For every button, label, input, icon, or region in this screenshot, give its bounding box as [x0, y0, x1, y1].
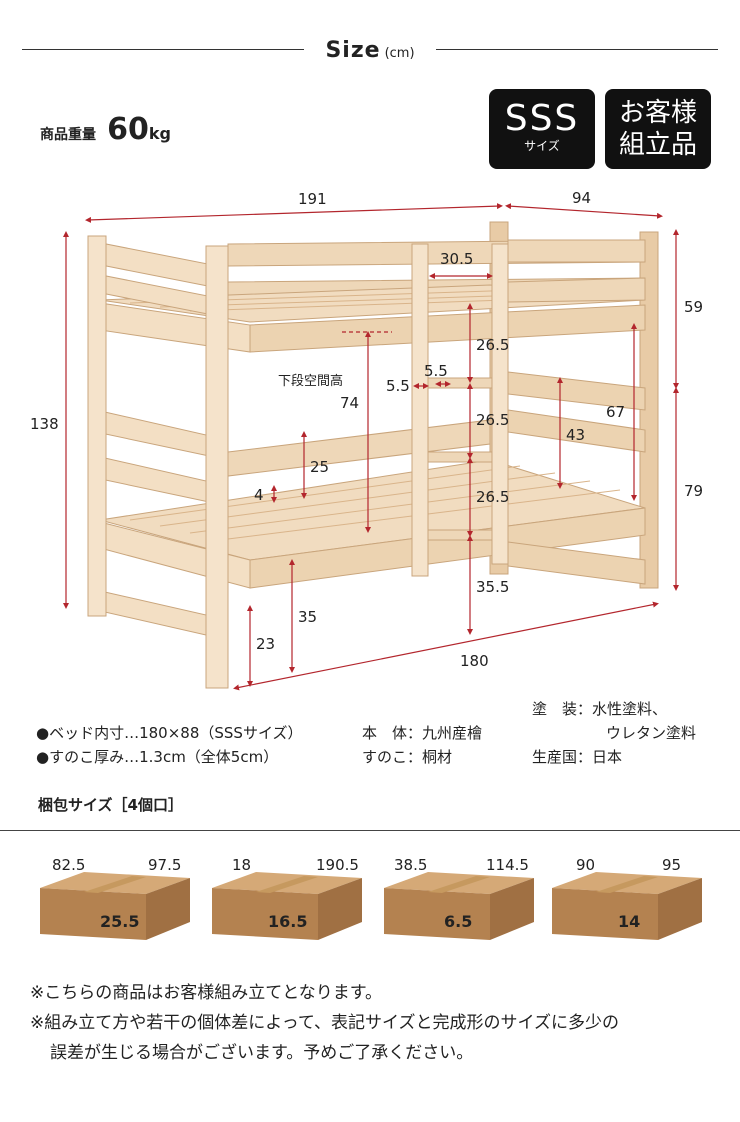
dim-guard-lower: 43 [566, 426, 586, 444]
spec-finish-2: ウレタン塗料 [606, 724, 697, 742]
box-4 [552, 872, 702, 940]
size-badge-main: SSS [504, 98, 580, 139]
box-4-depth: 95 [662, 856, 682, 874]
box-3-depth: 114.5 [486, 856, 529, 874]
box-1 [40, 872, 190, 940]
bed-frame [87, 221, 659, 689]
spec-body: 本 体：九州産檜 [362, 724, 483, 742]
dim-length-top: 191 [298, 190, 327, 208]
box-1-height: 25.5 [100, 912, 140, 931]
dimension-lines [63, 203, 679, 691]
dim-lower-space: 74 [340, 394, 360, 412]
weight-label: 商品重量 [40, 127, 96, 143]
packing-rule [0, 830, 740, 831]
title-text: Size [325, 38, 381, 63]
title-unit: (cm) [384, 46, 415, 61]
spec-slat-thickness: ●すのこ厚み…1.3cm（全体5cm） [36, 748, 279, 766]
box-3-width: 38.5 [394, 856, 428, 874]
assembly-badge: お客様 組立品 [605, 89, 711, 169]
dim-lower-height: 79 [684, 482, 704, 500]
dim-guard-lower-left: 25 [310, 458, 330, 476]
box-2-width: 18 [232, 856, 252, 874]
dim-guard-upper: 67 [606, 403, 626, 421]
spec-origin: 生産国：日本 [532, 748, 623, 766]
note-line-3: 誤差が生じる場合がございます。予めご了承ください。 [50, 1043, 474, 1063]
size-badge: SSS サイズ [489, 89, 595, 169]
dim-floor-to-deck: 35 [298, 608, 318, 626]
box-3-height: 6.5 [444, 912, 473, 931]
box-2-depth: 190.5 [316, 856, 359, 874]
weight-row: 商品重量 60kg [40, 112, 171, 147]
dim-length-bottom: 180 [460, 652, 489, 670]
bunk-bed-illustration [63, 203, 679, 691]
assembly-badge-line1: お客様 [618, 98, 697, 128]
header-rule-left [22, 49, 304, 50]
spec-slat: すのこ：桐材 [362, 748, 453, 766]
box-4-width: 90 [576, 856, 596, 874]
box-4-height: 14 [618, 912, 641, 931]
dim-width-top: 94 [572, 189, 592, 207]
box-2-height: 16.5 [268, 912, 308, 931]
assembly-badge-line2: 組立品 [618, 130, 697, 160]
dim-ladder-side-a: 5.5 [386, 377, 410, 395]
dim-lower-space-label: 下段空間高 [278, 374, 344, 389]
dim-ladder-step-2: 26.5 [476, 411, 510, 429]
weight-value: 60 [107, 112, 149, 147]
dim-ladder-side-b: 5.5 [424, 362, 448, 380]
dim-total-height: 138 [30, 415, 59, 433]
note-line-1: ※こちらの商品はお客様組み立てとなります。 [30, 983, 383, 1003]
dim-ladder-width: 30.5 [440, 250, 474, 268]
dim-ladder-bottom: 35.5 [476, 578, 510, 596]
spec-finish-1: 塗 装：水性塗料、 [532, 700, 668, 718]
note-line-2: ※組み立て方や若干の個体差によって、表記サイズと完成形のサイズに多少の [30, 1013, 620, 1033]
packing-boxes [40, 872, 702, 940]
weight-unit: kg [148, 124, 171, 143]
dim-slat-gap: 4 [254, 486, 264, 504]
page-title: Size(cm) [0, 38, 740, 63]
box-3 [384, 872, 534, 940]
box-1-width: 82.5 [52, 856, 86, 874]
box-1-depth: 97.5 [148, 856, 182, 874]
header-rule-right [436, 49, 718, 50]
dim-ladder-step-3: 26.5 [476, 488, 510, 506]
size-badge-sub: サイズ [524, 139, 560, 153]
box-2 [212, 872, 362, 940]
dim-upper-height: 59 [684, 298, 704, 316]
spec-inner-size: ●ベッド内寸…180×88（SSSサイズ） [36, 724, 303, 742]
dim-floor-clearance: 23 [256, 635, 276, 653]
dim-ladder-step-1: 26.5 [476, 336, 510, 354]
packing-title: 梱包サイズ［4個口］ [38, 796, 183, 814]
